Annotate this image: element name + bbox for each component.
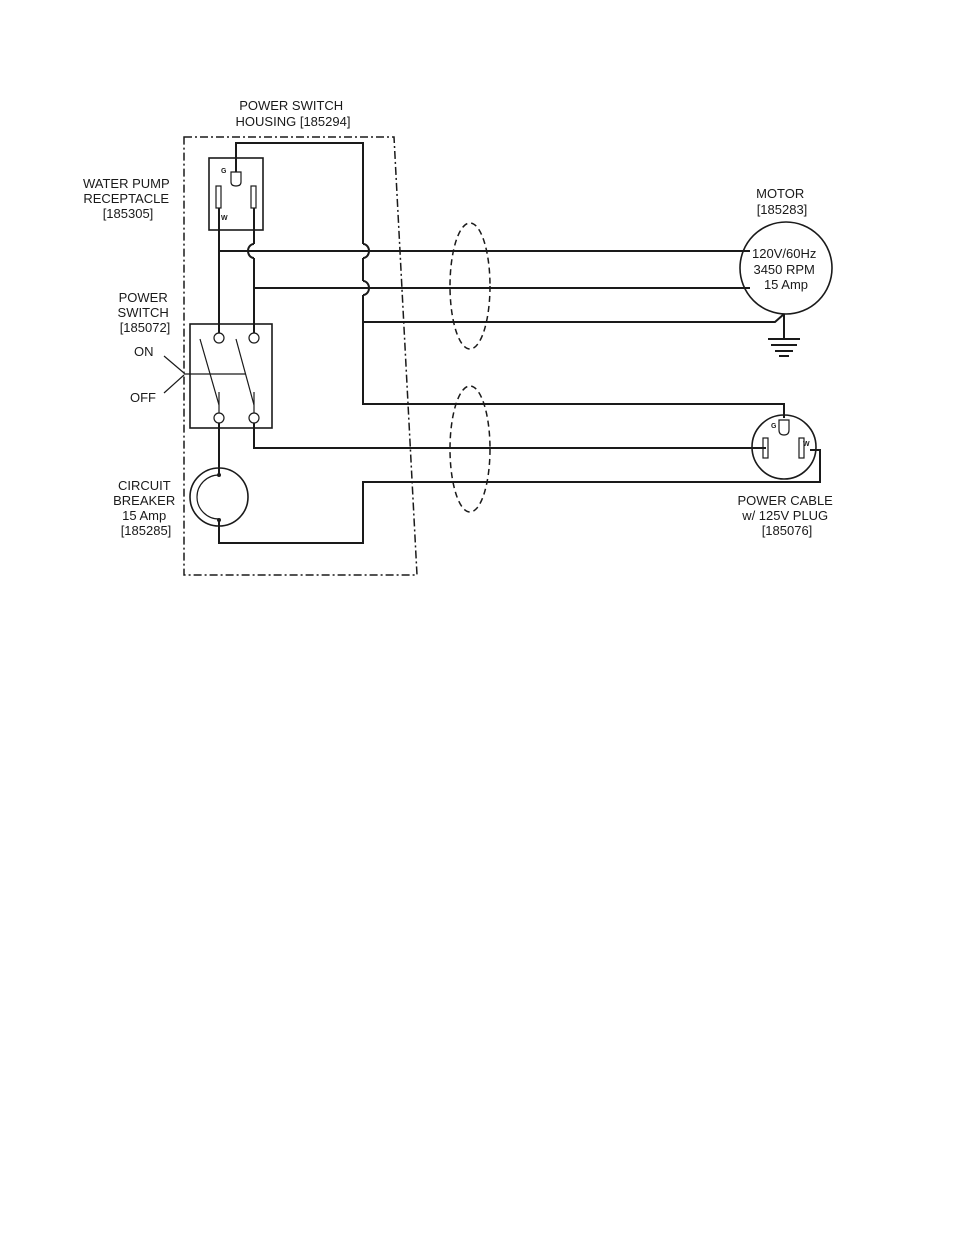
plug-neutral-mark: W: [803, 441, 810, 448]
power-switch-label: POWER SWITCH [185072]: [118, 290, 173, 335]
breaker-label: CIRCUIT BREAKER 15 Amp [185285]: [113, 478, 179, 538]
receptacle-neutral-mark: W: [221, 215, 228, 222]
off-label: OFF: [130, 390, 156, 405]
power-switch: [163, 323, 273, 429]
power-cable-plug: G W: [751, 414, 817, 480]
wiring: [218, 142, 821, 544]
motor: [739, 221, 833, 357]
plug-ground-mark: G: [771, 423, 777, 430]
circuit-breaker: [189, 467, 249, 527]
housing-outline: [183, 136, 418, 576]
housing-label: POWER SWITCH HOUSING [185294]: [236, 98, 351, 129]
cable-bundle-oval-lower: [449, 385, 491, 513]
receptacle-ground-mark: G: [221, 168, 227, 175]
power-cable-label: POWER CABLE w/ 125V PLUG [185076]: [738, 493, 837, 538]
motor-specs-label: 120V/60Hz 3450 RPM 15 Amp: [752, 246, 820, 292]
receptacle-label: WATER PUMP RECEPTACLE [185305]: [83, 176, 173, 221]
motor-title-label: MOTOR [185283]: [756, 186, 808, 217]
on-label: ON: [134, 344, 154, 359]
cable-bundle-oval-upper: [449, 222, 491, 350]
